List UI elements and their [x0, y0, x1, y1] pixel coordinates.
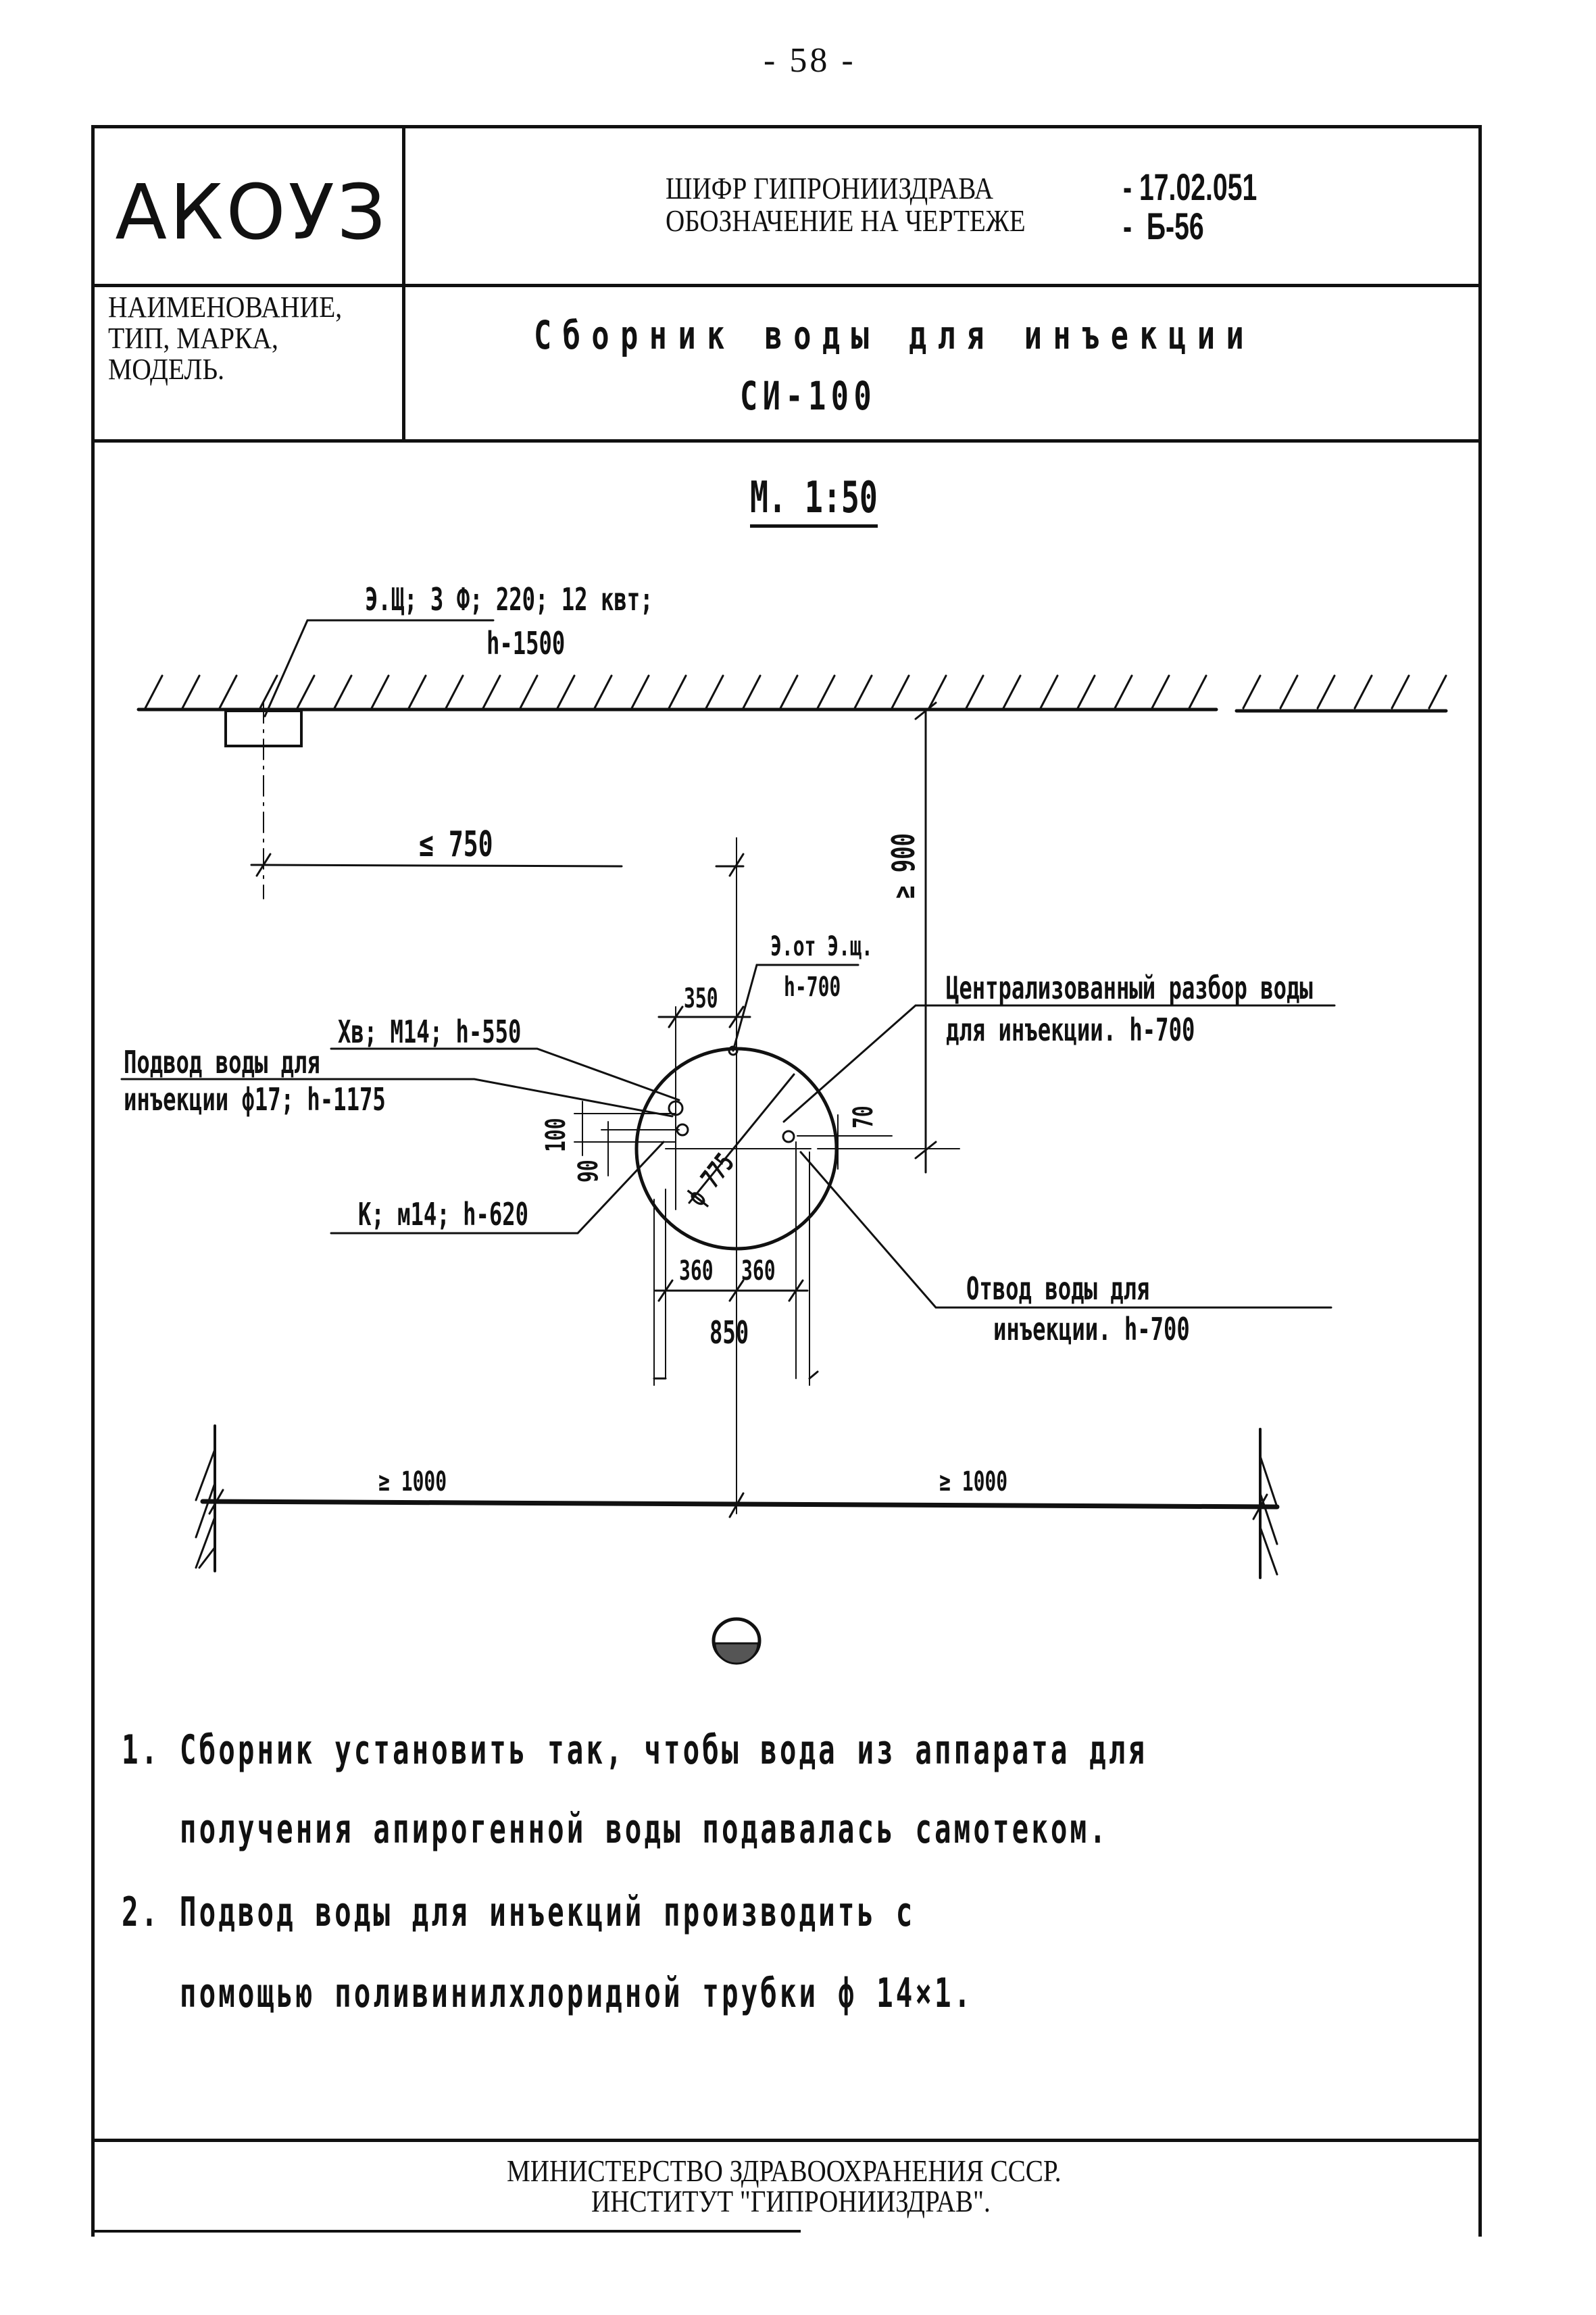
sewer-callout: К; м14; h-620 — [358, 1196, 529, 1233]
title-column-divider — [402, 125, 405, 443]
dim-right-clearance: ≥ 1000 — [939, 1466, 1008, 1497]
central-callout-line2: для инъекции. h-700 — [946, 1012, 1195, 1048]
title-block-bottom — [91, 439, 1482, 443]
note-2-line1: 2. Подвод воды для инъекций производить … — [122, 1889, 916, 1936]
drawing-frame — [91, 125, 1482, 2237]
dim-360-right: 360 — [741, 1255, 776, 1287]
drain-callout-line2: инъекции. h-700 — [993, 1311, 1190, 1347]
note-1-line1: 1. Сборник установить так, чтобы вода из… — [122, 1726, 1148, 1774]
name-type-label: НАИМЕНОВАНИЕ, ТИП, МАРКА, МОДЕЛЬ. — [108, 292, 342, 385]
dim-100: 100 — [541, 1118, 572, 1152]
panel-callout-line2: h-1500 — [487, 625, 566, 662]
footer-institute: ИНСТИТУТ "ГИПРОНИИЗДРАВ". — [591, 2184, 991, 2218]
footer-bottom-line — [91, 2230, 801, 2233]
cold-water-callout: Хв; М14; h-550 — [338, 1014, 522, 1050]
power-callout-line2: h-700 — [784, 972, 841, 1003]
name-label-line: ТИП, МАРКА, — [108, 322, 278, 355]
dim-70: 70 — [848, 1105, 879, 1128]
dim-850: 850 — [709, 1314, 749, 1351]
footer-divider — [91, 2139, 1482, 2142]
supply-callout-line1: Подвод воды для — [124, 1044, 320, 1080]
dim-left-clearance: ≥ 1000 — [378, 1466, 447, 1497]
dim-panel-offset: ≤ 750 — [419, 824, 493, 865]
supply-callout-line2: инъекции ф17; h-1175 — [124, 1081, 386, 1118]
page-number: - 58 - — [764, 41, 856, 80]
drawing-designation-label: ОБОЗНАЧЕНИЕ НА ЧЕРТЕЖЕ — [666, 203, 1026, 238]
dim-90: 90 — [573, 1160, 604, 1183]
org-code: АКОУЗ — [115, 169, 389, 257]
power-callout-line1: Э.от Э.щ. — [770, 931, 873, 962]
cipher-value: - 17.02.051 — [1123, 166, 1257, 208]
wall-hatching — [144, 674, 1447, 710]
item-model: СИ-100 — [740, 373, 877, 419]
footer-ministry: МИНИСТЕРСТВО ЗДРАВООХРАНЕНИЯ СССР. — [507, 2154, 1062, 2188]
central-callout-line1: Централизованный разбор воды — [946, 970, 1313, 1006]
item-title: Сборник воды для инъекции — [534, 312, 1255, 358]
cipher-values: - 17.02.051 - Б-56 — [1123, 168, 1257, 246]
dim-350: 350 — [684, 983, 718, 1014]
dim-wall-clearance: ≥ 900 — [885, 833, 922, 899]
dim-360-left: 360 — [679, 1255, 714, 1287]
name-label-line: МОДЕЛЬ. — [108, 353, 225, 386]
name-label-line: НАИМЕНОВАНИЕ, — [108, 291, 343, 324]
sink-symbol-icon — [712, 1617, 762, 1665]
drawing-designation-value: - Б-56 — [1123, 205, 1204, 247]
title-row-divider — [91, 284, 1482, 287]
panel-callout-line1: Э.Щ; 3 Ф; 220; 12 квт; — [365, 581, 653, 618]
note-2-line2: помощью поливинилхлоридной трубки ф 14×1… — [122, 1970, 974, 2017]
cipher-labels: ШИФР ГИПРОНИИЗДРАВА ОБОЗНАЧЕНИЕ НА ЧЕРТЕ… — [666, 172, 1026, 237]
drawing-scale: М. 1:50 — [750, 473, 878, 528]
note-1-line2: получения апирогенной воды подавалась са… — [122, 1806, 1109, 1853]
cipher-label: ШИФР ГИПРОНИИЗДРАВА — [666, 171, 994, 205]
drain-callout-line1: Отвод воды для — [966, 1270, 1150, 1307]
